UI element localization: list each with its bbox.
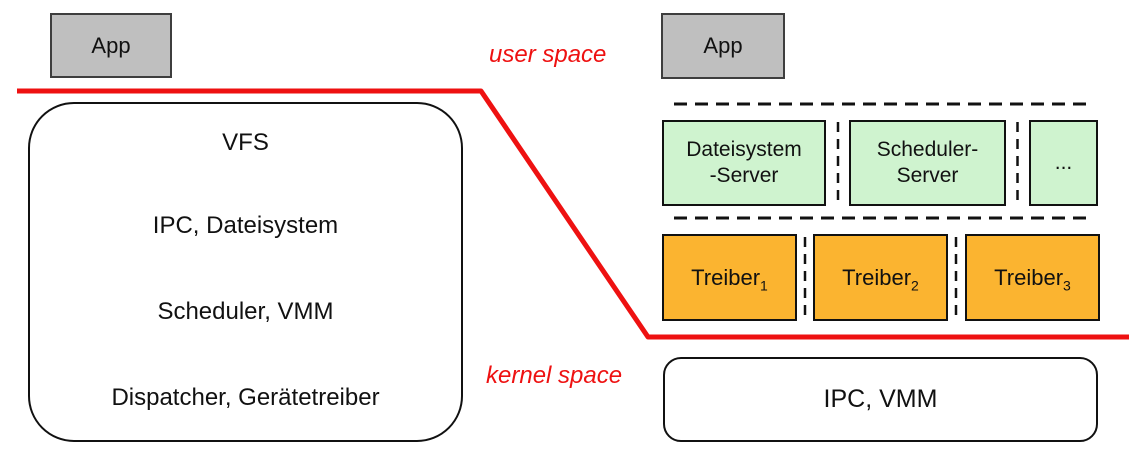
kernel-layer-ipc-dateisystem: IPC, Dateisystem [28,211,463,241]
more-servers-box: ... [1029,120,1098,206]
treiber-1-box: Treiber1 [662,234,797,321]
microkernel-box: IPC, VMM [663,357,1098,442]
scheduler-server-box: Scheduler- Server [849,120,1006,206]
treiber-label: Treiber1 [691,264,768,293]
layer-label: Scheduler, VMM [157,298,334,325]
kernel-space-label: kernel space [486,362,622,390]
app-label: App [91,32,131,58]
app-label: App [703,33,743,58]
app-box-right: App [661,13,785,79]
server-label-line1: Scheduler- [876,138,979,161]
treiber-3-box: Treiber3 [965,234,1100,321]
kernel-layer-scheduler-vmm: Scheduler, VMM [28,297,463,327]
user-space-text: user space [489,41,607,68]
user-space-label: user space [489,41,606,69]
kernel-layer-vfs: VFS [28,128,463,158]
kernel-layer-dispatcher-geraetetreiber: Dispatcher, Gerätetreiber [28,383,463,413]
server-label: ... [1054,151,1073,174]
app-box-left: App [50,13,172,78]
treiber-subscript: 1 [760,276,768,293]
monolithic-kernel-box [28,102,463,442]
server-label-line2: Server [896,164,959,187]
server-label: Dateisystem -Server [686,137,802,189]
treiber-name: Treiber [994,264,1064,290]
treiber-2-box: Treiber2 [813,234,948,321]
server-label-line2: -Server [709,164,779,187]
server-label: Scheduler- Server [877,137,979,189]
treiber-label: Treiber3 [994,264,1071,293]
layer-label: VFS [222,129,269,156]
treiber-name: Treiber [842,264,912,290]
treiber-name: Treiber [691,264,761,290]
treiber-subscript: 3 [1063,276,1071,293]
microkernel-label: IPC, VMM [823,385,938,413]
layer-label: IPC, Dateisystem [152,212,339,239]
dateisystem-server-box: Dateisystem -Server [662,120,826,206]
treiber-label: Treiber2 [842,264,919,293]
server-label-line1: Dateisystem [686,138,802,161]
kernel-space-text: kernel space [486,362,623,389]
treiber-subscript: 2 [911,276,919,293]
layer-label: Dispatcher, Gerätetreiber [111,384,380,411]
